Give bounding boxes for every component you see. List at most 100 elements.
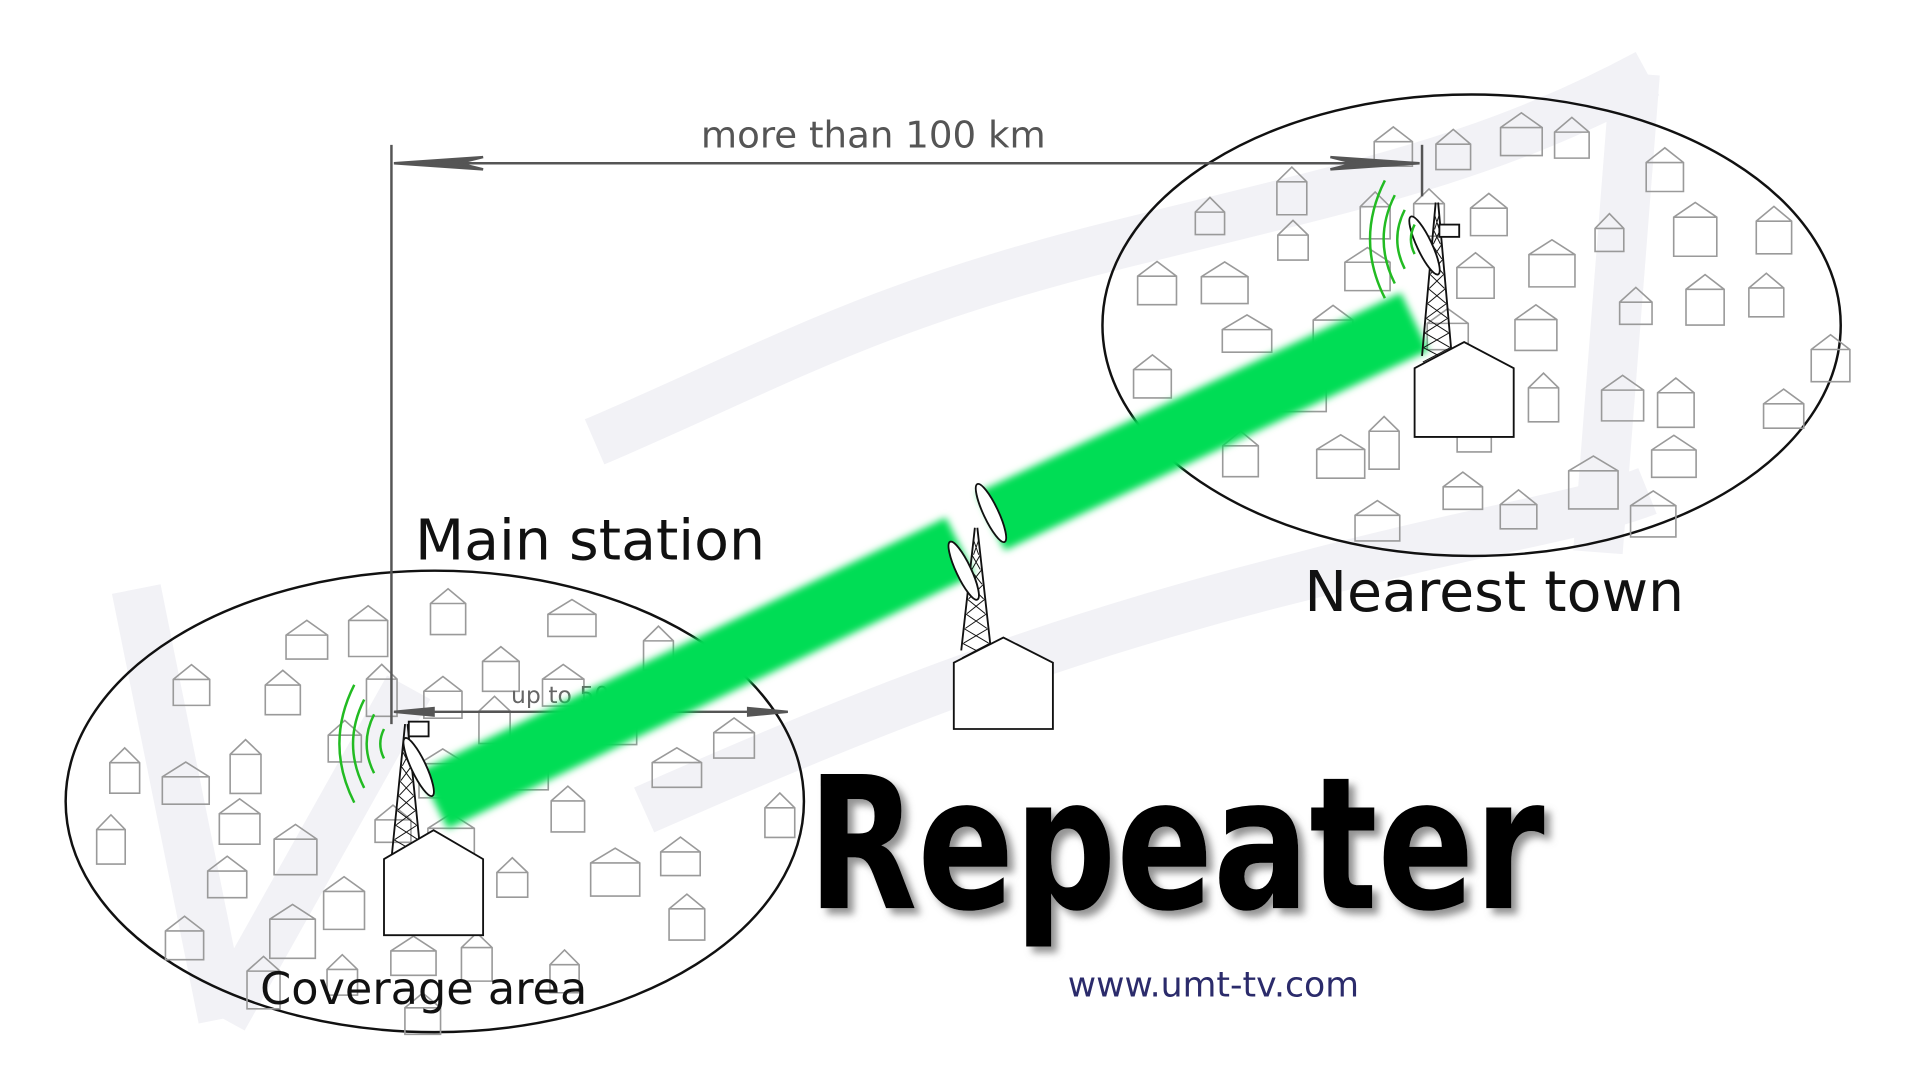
house-icon: [429, 587, 467, 636]
house-icon: [374, 804, 412, 844]
transmitter-box-icon: [1438, 223, 1461, 238]
building-icon: [952, 636, 1054, 730]
arrow-right-icon: [1330, 155, 1420, 171]
house-icon: [1514, 303, 1558, 352]
signal-wave-icon: [1409, 224, 1416, 255]
distance-markers: [390, 144, 1424, 725]
nearest-town-ellipse: [1101, 93, 1842, 558]
house-icon: [326, 953, 359, 996]
house-icon: [1368, 415, 1400, 470]
house-icon: [108, 746, 141, 794]
dish-antenna-icon: [947, 540, 980, 601]
signal-wave-icon: [1368, 179, 1386, 299]
house-icon: [229, 738, 262, 795]
house-icon: [1762, 388, 1805, 429]
house-icon: [1528, 238, 1576, 288]
house-icon: [1194, 196, 1226, 236]
house-icon: [1629, 489, 1677, 538]
house-icon: [651, 746, 703, 789]
house-icon: [659, 836, 702, 877]
house-icon: [1132, 353, 1173, 399]
house-icon: [481, 645, 520, 693]
house-icon: [264, 669, 302, 716]
website-link[interactable]: www.umt-tv.com: [1068, 966, 1359, 1006]
microwave-beam: [419, 292, 1429, 829]
house-icon: [1276, 165, 1308, 216]
transmitter-box-icon: [407, 720, 430, 738]
house-icon: [218, 797, 261, 846]
signal-wave-icon: [379, 728, 386, 760]
signal-wave-icon: [351, 698, 366, 789]
house-icon: [1344, 246, 1391, 292]
house-icon: [1136, 260, 1178, 306]
repeater-tower: [947, 527, 1054, 730]
signal-wave-icon: [1396, 209, 1406, 270]
house-icon: [1354, 499, 1401, 542]
dish-antenna-icon: [1408, 215, 1441, 276]
building-icon: [1413, 341, 1515, 438]
house-icon: [547, 598, 597, 638]
house-icon: [161, 761, 211, 805]
dish-antenna-icon: [974, 482, 1008, 544]
watermark: [111, 52, 1660, 1031]
house-icon: [549, 948, 580, 994]
coverage-area-label: Coverage area: [260, 964, 587, 1015]
house-icon: [1672, 201, 1718, 258]
house-icon: [172, 663, 211, 707]
house-icon: [1435, 128, 1472, 171]
house-icon: [1594, 212, 1625, 253]
house-icon: [1221, 313, 1273, 354]
main-station-label: Main station: [415, 508, 765, 574]
house-icon: [668, 893, 706, 941]
house-icon: [1650, 434, 1697, 479]
building-icon: [383, 829, 485, 937]
house-icon: [1755, 205, 1793, 255]
coverage-area-ellipse: [64, 569, 806, 1034]
house-icon: [1618, 286, 1653, 326]
signal-wave-icon: [365, 713, 376, 774]
house-icon: [1469, 192, 1508, 237]
house-icon: [550, 785, 586, 833]
house-icon: [1527, 372, 1560, 423]
house-icon: [404, 992, 442, 1036]
house-icon: [164, 915, 205, 961]
house-icon: [1810, 333, 1851, 383]
house-icon: [1553, 116, 1590, 159]
house-icon: [206, 855, 248, 899]
repeater-title: Repeater: [808, 737, 1545, 952]
arrow-left-icon: [393, 155, 484, 171]
distance-long-label: more than 100 km: [701, 113, 1046, 156]
house-icon: [1499, 111, 1544, 157]
house-icon: [712, 716, 756, 759]
house-icon: [764, 791, 796, 839]
house-icon: [1685, 273, 1725, 326]
house-icon: [1656, 376, 1695, 429]
nearest-town-label: Nearest town: [1304, 559, 1684, 625]
house-icon: [390, 935, 437, 977]
house-icon: [1200, 261, 1249, 305]
house-icon: [285, 619, 329, 660]
house-icon: [589, 847, 641, 897]
house-icon: [1499, 488, 1538, 530]
house-icon: [322, 875, 366, 931]
house-icon: [1277, 219, 1309, 261]
house-icon: [246, 955, 281, 1010]
house-icon: [347, 604, 389, 658]
dish-antenna-icon: [402, 737, 435, 798]
signal-wave-icon: [338, 684, 356, 804]
towers: [338, 179, 1515, 937]
house-icon: [1567, 455, 1619, 510]
house-icon: [1315, 433, 1366, 479]
nearest-town-tower: [1408, 202, 1515, 438]
main-station-tower: [383, 723, 485, 937]
house-icon: [1600, 374, 1645, 422]
house-icon: [1442, 471, 1484, 511]
house-icon: [496, 856, 529, 898]
house-icon: [1645, 146, 1685, 193]
house-icon: [268, 903, 317, 960]
house-icon: [273, 823, 318, 876]
house-icon: [95, 813, 127, 865]
house-icon: [1456, 251, 1495, 300]
signal-wave-icon: [1382, 194, 1396, 285]
